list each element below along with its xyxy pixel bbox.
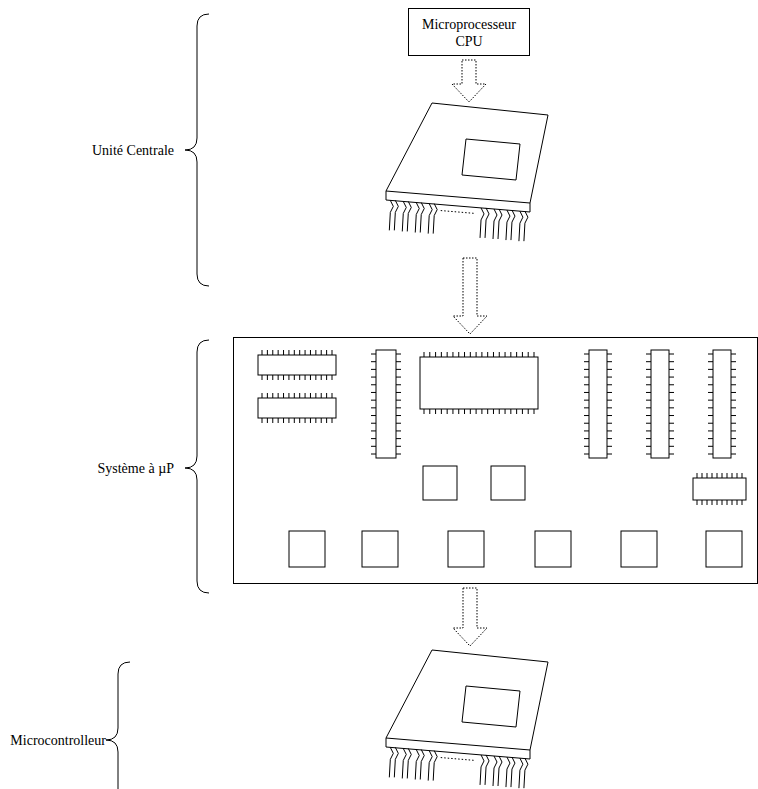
chip-drawing (386, 103, 548, 241)
curly-brace (185, 340, 209, 593)
section-label: Microcontrolleur (10, 732, 106, 749)
transition-arrow (452, 60, 486, 102)
curly-brace (106, 662, 130, 789)
section-label: Unité Centrale (92, 142, 174, 159)
chip-drawing (386, 650, 548, 788)
section-label: Système à µP (97, 460, 174, 477)
transition-arrow (453, 258, 487, 334)
transition-arrow (453, 588, 487, 646)
box-label: Microprocesseur CPU (415, 16, 523, 50)
curly-brace (185, 14, 209, 286)
circuit-board (234, 338, 758, 584)
process-box: Microprocesseur CPU (408, 8, 530, 56)
